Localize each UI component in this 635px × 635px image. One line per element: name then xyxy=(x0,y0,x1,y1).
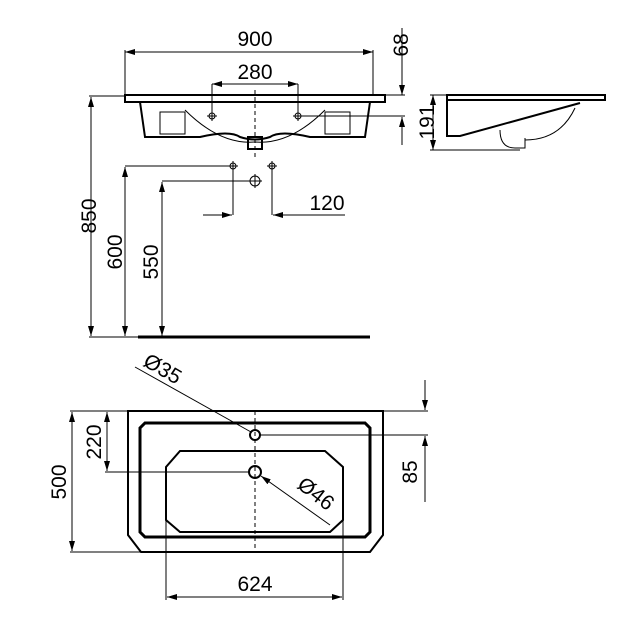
dim-220-label: 220 xyxy=(83,424,106,459)
dim-280-label: 280 xyxy=(237,61,272,84)
dim-68-label: 68 xyxy=(390,33,413,56)
wall-waste-outlet xyxy=(248,174,262,188)
front-right-bracket xyxy=(324,111,351,135)
dim-624-label: 624 xyxy=(237,573,272,596)
front-tap-hole-left xyxy=(207,111,217,121)
wall-mounting-view: 850 600 550 120 xyxy=(78,95,370,339)
dim-120-label: 120 xyxy=(309,192,344,215)
plan-rim-outline xyxy=(138,421,372,539)
dim-900-label: 900 xyxy=(237,28,272,51)
wall-tap-right xyxy=(267,161,277,215)
front-countertop-slab xyxy=(124,94,386,103)
dim-600-label: 600 xyxy=(104,234,127,269)
dim-191-label: 191 xyxy=(416,104,439,139)
side-countertop xyxy=(446,94,606,101)
dim-85-label: 85 xyxy=(399,460,422,483)
front-view: 900 280 68 xyxy=(124,28,413,160)
dim-46-label: Ø46 xyxy=(293,473,338,516)
side-basin-profile xyxy=(446,100,581,137)
dim-550-label: 550 xyxy=(140,244,163,279)
dim-500-label: 500 xyxy=(48,464,71,499)
plan-view: Ø35 Ø46 500 220 85 624 xyxy=(48,349,428,600)
side-bowl xyxy=(499,107,576,149)
front-left-bracket xyxy=(159,111,186,135)
plan-bowl-outline xyxy=(165,450,344,533)
dim-850-label: 850 xyxy=(78,198,101,233)
wall-tap-left xyxy=(228,161,238,215)
leader-tap-hole xyxy=(134,366,252,433)
dim-35-label: Ø35 xyxy=(140,349,186,389)
leader-drain xyxy=(260,475,331,526)
side-view: 191 xyxy=(416,94,606,151)
